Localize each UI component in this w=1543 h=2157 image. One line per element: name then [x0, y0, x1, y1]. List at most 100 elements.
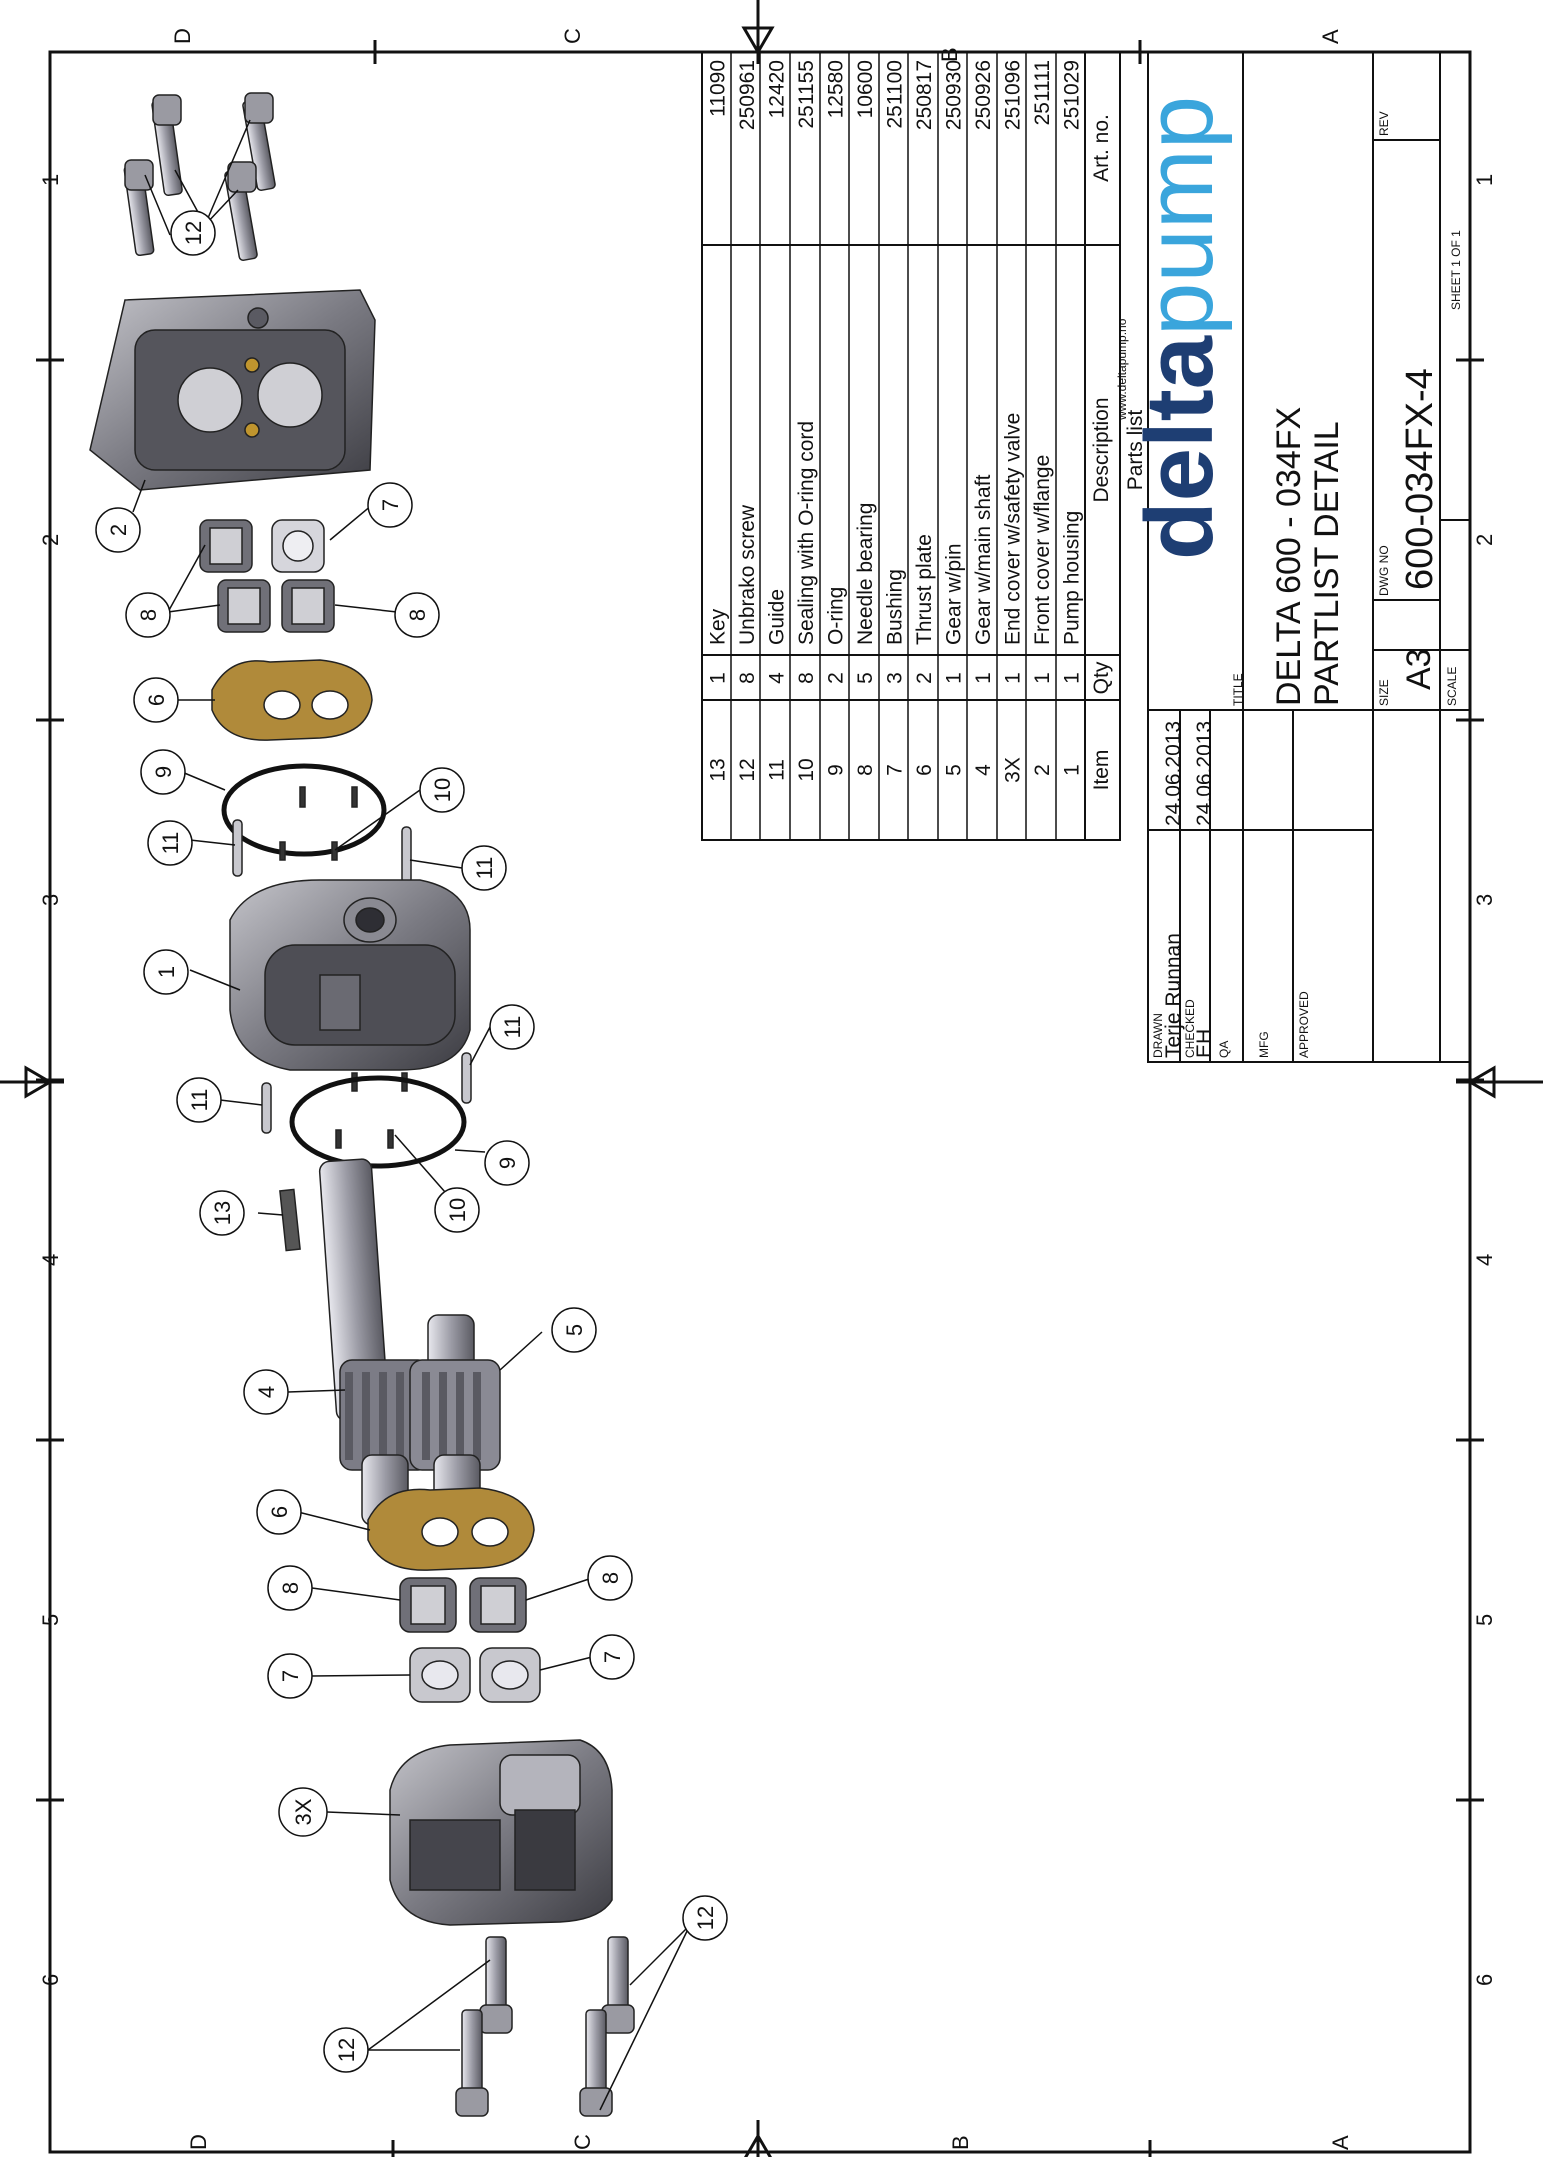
header-item: Item	[1090, 750, 1113, 791]
balloon-11: 11	[461, 845, 507, 891]
cell-art-no: 12420	[766, 60, 789, 118]
exploded-view	[89, 92, 635, 2117]
cell-description: Needle bearing	[854, 503, 877, 645]
cell-description: Gear w/pin	[942, 543, 965, 645]
cell-description: Sealing with O-ring cord	[795, 421, 818, 645]
drawing-title-line1: DELTA 600 - 034FX	[1270, 407, 1308, 706]
svg-text:10: 10	[445, 1198, 470, 1222]
sheet-size: A3	[1400, 648, 1438, 690]
cell-description: Front cover w/flange	[1031, 455, 1054, 645]
zone-letters-top: D C B A	[170, 28, 1343, 62]
balloon-8: 8	[394, 592, 440, 638]
balloon-13: 13	[199, 1190, 245, 1236]
cell-item: 5	[942, 764, 965, 776]
zone-label: 4	[1472, 1254, 1497, 1266]
balloon-11: 11	[147, 820, 193, 866]
cell-item: 4	[972, 764, 995, 776]
cell-item: 13	[707, 758, 730, 781]
checked-label: CHECKED	[1183, 999, 1197, 1058]
svg-text:2: 2	[106, 524, 131, 536]
balloon-5: 5	[551, 1307, 597, 1353]
cell-description: Guide	[766, 589, 789, 645]
cell-description: Unbrako screw	[736, 504, 759, 645]
cell-art-no: 250926	[972, 60, 995, 130]
balloon-10: 10	[434, 1187, 480, 1233]
svg-text:9: 9	[495, 1157, 520, 1169]
balloon-8: 8	[267, 1565, 313, 1611]
header-qty: Qty	[1090, 661, 1113, 694]
part-screws-bottom	[455, 1936, 635, 2117]
zone-numbers-left: 1 2 3 4 5 6	[38, 174, 63, 1986]
svg-text:12: 12	[181, 221, 206, 245]
svg-text:11: 11	[187, 1089, 212, 1112]
cell-art-no: 251111	[1031, 60, 1054, 125]
title-label: TITLE	[1231, 673, 1245, 706]
cell-item: 7	[884, 764, 907, 776]
cell-art-no: 11090	[707, 60, 730, 117]
zone-numbers-right: 1 2 3 4 5 6	[1472, 174, 1497, 1986]
header-art-no: Art. no.	[1090, 114, 1113, 182]
cell-description: Thrust plate	[913, 534, 936, 645]
balloon-7: 7	[267, 1653, 313, 1699]
part-guides-seals-upper	[232, 786, 412, 884]
svg-text:13: 13	[210, 1201, 235, 1225]
item-balloons: 12 2 7 8 8 6 9 10 11 11 1 11 11 9 10 13 …	[95, 210, 728, 2073]
svg-text:11: 11	[500, 1016, 525, 1039]
balloon-3x: 3X	[278, 1787, 328, 1837]
cell-qty: 5	[854, 672, 877, 684]
sheet-count: SHEET 1 OF 1	[1449, 230, 1463, 310]
svg-text:8: 8	[405, 609, 430, 621]
cell-item: 6	[913, 764, 936, 776]
part-bearings-upper	[199, 519, 335, 633]
drawing-number: 600-034FX-4	[1399, 368, 1441, 590]
part-thrust-plate-lower	[367, 1487, 535, 1571]
cell-qty: 1	[1060, 672, 1083, 684]
checked-name: EH	[1193, 1029, 1216, 1058]
cell-art-no: 250817	[913, 60, 936, 130]
svg-text:4: 4	[254, 1386, 279, 1398]
cell-description: O-ring	[825, 587, 848, 645]
drawn-label: DRAWN	[1151, 1013, 1165, 1058]
zone-label: A	[1328, 2135, 1353, 2150]
cell-qty: 1	[942, 672, 965, 684]
cell-qty: 1	[1031, 672, 1054, 684]
balloon-7: 7	[367, 482, 413, 528]
zone-label: A	[1318, 29, 1343, 44]
part-key	[279, 1188, 301, 1252]
balloon-4: 4	[243, 1369, 289, 1415]
parts-list-header: Item Qty Description Art. no. Parts list	[1090, 114, 1147, 790]
cell-art-no: 251100	[884, 60, 907, 129]
cell-item: 3X	[1001, 757, 1024, 783]
zone-label: B	[937, 47, 962, 62]
part-screws-top	[123, 92, 276, 261]
cell-description: Bushing	[884, 569, 907, 645]
balloon-9: 9	[484, 1140, 530, 1186]
cell-qty: 3	[884, 672, 907, 684]
zone-label: 5	[1472, 1614, 1497, 1626]
zone-letters-bottom: D C B A	[186, 2134, 1353, 2150]
part-thrust-plate-upper	[211, 659, 373, 741]
leader-lines	[132, 119, 691, 2111]
cell-description: Key	[707, 608, 730, 645]
cell-description: Pump housing	[1060, 511, 1083, 645]
logo-text: deltapump	[1126, 96, 1233, 560]
svg-text:9: 9	[151, 766, 176, 778]
balloon-8: 8	[125, 592, 171, 638]
cell-qty: 1	[972, 672, 995, 684]
title-block-text: DRAWN Terje Runnan 24.06.2013 CHECKED EH…	[1151, 111, 1463, 1058]
cell-qty: 1	[1001, 672, 1024, 684]
zone-label: 2	[38, 534, 63, 546]
cell-item: 8	[854, 764, 877, 776]
balloon-12: 12	[682, 1895, 728, 1941]
part-oring-upper	[221, 763, 387, 857]
cell-description: End cover w/safety valve	[1001, 413, 1024, 645]
qa-label: QA	[1217, 1041, 1231, 1058]
